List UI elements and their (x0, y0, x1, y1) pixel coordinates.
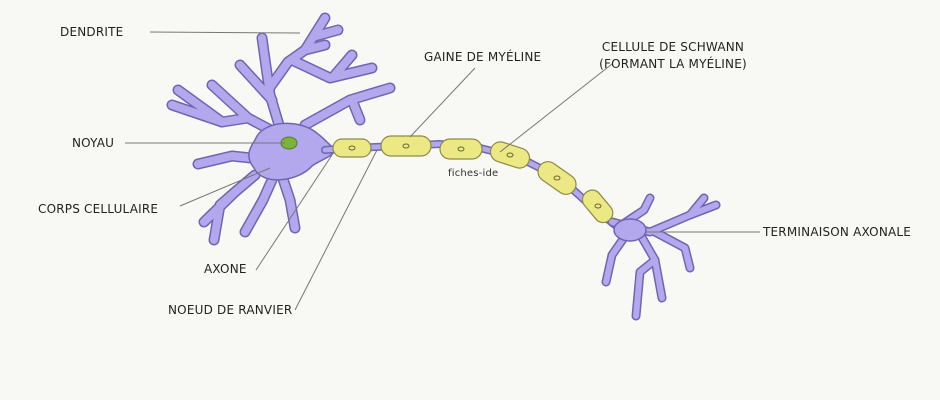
dendrites (166, 12, 396, 246)
schwann-cell (332, 138, 372, 158)
label-gaine-myeline: GAINE DE MYÉLINE (424, 50, 542, 64)
label-noyau: NOYAU (72, 136, 115, 150)
label-cellule-schwann-line1: CELLULE DE SCHWANN (601, 40, 745, 54)
schwann-cell (537, 161, 577, 195)
label-dendrite: DENDRITE (60, 25, 124, 39)
cell-body (248, 122, 338, 181)
label-cellule-schwann: CELLULE DE SCHWANN (FORMANT LA MYÉLINE) (598, 40, 748, 71)
schwann-cell (439, 138, 483, 160)
watermark-text: fiches-ide (448, 168, 499, 179)
label-cellule-schwann-line2: (FORMANT LA MYÉLINE) (599, 57, 747, 71)
label-terminaison-axonale: TERMINAISON AXONALE (763, 225, 912, 239)
schwann-cell (581, 189, 614, 224)
myelin-sheath (332, 135, 614, 224)
leader-lines (125, 31, 760, 311)
schwann-nuclei (348, 143, 602, 209)
schwann-cell (380, 135, 432, 157)
schwann-cell (489, 141, 531, 169)
label-noeud-ranvier: NOEUD DE RANVIER (168, 303, 293, 317)
label-axone: AXONE (204, 262, 247, 276)
axon-terminal (601, 193, 721, 321)
label-corps-cellulaire: CORPS CELLULAIRE (38, 202, 159, 216)
